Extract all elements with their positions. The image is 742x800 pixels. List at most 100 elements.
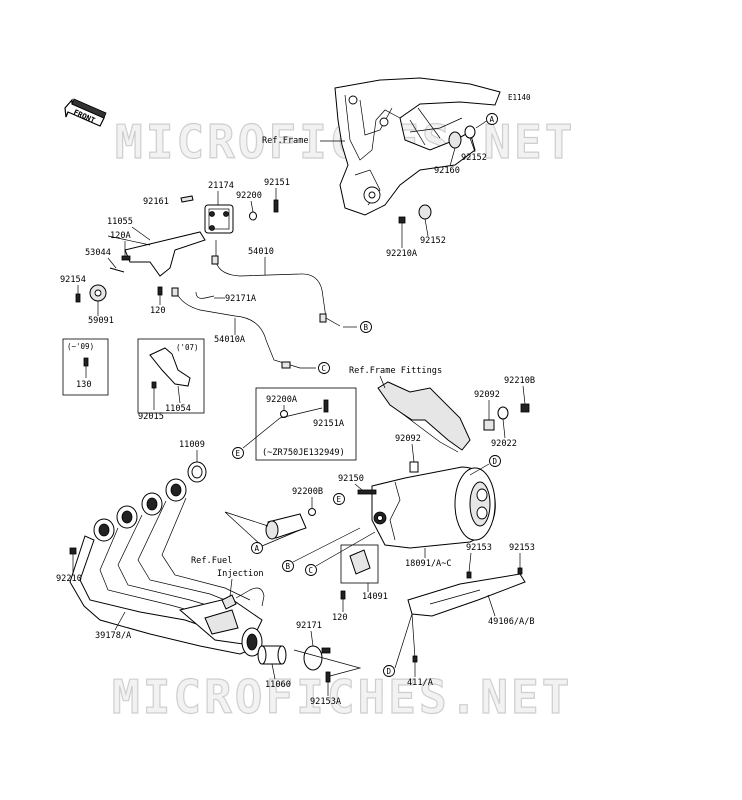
band-53044 — [109, 267, 125, 273]
nut-92210 — [69, 547, 77, 555]
collar-92022 — [497, 406, 509, 420]
label-92151a: 92151A — [313, 419, 345, 429]
callout-d-top — [489, 455, 501, 467]
label-92022: 92022 — [491, 439, 517, 449]
label-92210a: 92210A — [386, 249, 418, 259]
callout-e-left — [232, 447, 244, 459]
label-120-lower: 120 — [332, 613, 348, 623]
label-92171: 92171 — [296, 621, 322, 631]
callout-a-mid — [251, 542, 263, 554]
label-120: 120 — [150, 306, 166, 316]
note-box-from-07 — [137, 338, 205, 414]
label-92153-left: 92153 — [466, 543, 492, 553]
label-130: 130 — [76, 380, 92, 390]
bolt-92151 — [273, 199, 279, 213]
watermark-bottom: MICROFICHES.NET — [112, 670, 572, 724]
label-59091: 59091 — [88, 316, 114, 326]
note-to-09: (~'09) — [67, 342, 94, 351]
collar-92152-top — [464, 125, 476, 139]
washer-92200 — [249, 211, 257, 221]
label-120a: 120A — [110, 231, 132, 241]
frame-fitting-bracket — [377, 381, 471, 451]
label-92200b: 92200B — [292, 487, 323, 497]
ref-frame-fittings-label: Ref.Frame Fittings — [349, 366, 442, 376]
serial-note: (~ZR750JE132949) — [262, 448, 345, 458]
label-18091: 18091/A~C — [405, 559, 452, 569]
label-92150: 92150 — [338, 474, 364, 484]
front-arrow-icon: FRONT — [64, 98, 107, 127]
callout-a-top — [486, 113, 498, 125]
label-92210b: 92210B — [504, 376, 535, 386]
clip-92161 — [180, 195, 194, 203]
label-11054: 11054 — [165, 404, 191, 414]
cable-54010a — [175, 291, 316, 369]
ref-injection-label: Injection — [217, 569, 264, 579]
svg-text:E: E — [236, 449, 241, 458]
ref-frame-label: Ref.Frame — [262, 136, 309, 146]
label-21174: 21174 — [208, 181, 234, 191]
clamp-92171a — [195, 291, 215, 299]
bracket-11054 — [149, 347, 191, 387]
label-92153a: 92153A — [310, 697, 342, 707]
damper-92092-upper — [483, 419, 495, 431]
screw-411 — [412, 655, 418, 663]
bracket-14091 — [349, 549, 371, 575]
note-from-07: ('07) — [176, 343, 199, 352]
frame-illustration — [334, 77, 501, 216]
bracket-11055 — [124, 231, 206, 277]
svg-text:B: B — [286, 562, 291, 571]
collar-92152-lower — [418, 204, 432, 220]
svg-text:C: C — [309, 566, 314, 575]
clamp-92171 — [303, 645, 323, 671]
label-92153-right: 92153 — [509, 543, 535, 553]
callout-b-top — [360, 321, 372, 333]
bolt-120-lower — [340, 590, 346, 600]
label-11055: 11055 — [107, 217, 133, 227]
svg-text:E: E — [337, 495, 342, 504]
screw-92153-right — [517, 567, 523, 575]
spacer-92092-lower — [409, 461, 419, 473]
label-53044: 53044 — [85, 248, 111, 258]
svg-text:D: D — [387, 667, 392, 676]
ref-fuel-label: Ref.Fuel — [191, 556, 232, 566]
detail-box-14091 — [340, 544, 379, 584]
washer-92200b — [308, 508, 316, 516]
svg-text:C: C — [322, 364, 327, 373]
label-11060: 11060 — [265, 680, 291, 690]
label-11009: 11009 — [179, 440, 205, 450]
callout-e-right — [333, 493, 345, 505]
bushing-92160 — [448, 131, 462, 149]
callout-c-top — [318, 362, 330, 374]
svg-text:A: A — [255, 544, 260, 553]
label-54010a: 54010A — [214, 335, 246, 345]
nut-92210a — [398, 216, 406, 224]
label-92092-upper: 92092 — [474, 390, 500, 400]
callout-d-bottom — [383, 665, 395, 677]
cable-54010 — [215, 240, 341, 327]
label-92161: 92161 — [143, 197, 169, 207]
muffler-18091 — [371, 466, 496, 549]
label-92160: 92160 — [434, 166, 460, 176]
heat-guard-49106 — [407, 573, 526, 617]
bolt-92151a — [323, 399, 329, 413]
bolt-120a — [121, 255, 131, 261]
bolt-120 — [157, 286, 163, 296]
label-92200: 92200 — [236, 191, 262, 201]
label-92171a: 92171A — [225, 294, 257, 304]
bolt-92150 — [357, 489, 377, 495]
nut-92210b — [520, 403, 530, 413]
bolt-92015 — [151, 381, 157, 389]
exhaust-header-39178 — [69, 478, 263, 657]
svg-text:D: D — [493, 457, 498, 466]
label-92092-lower: 92092 — [395, 434, 421, 444]
label-39178: 39178/A — [95, 631, 132, 641]
label-411: 411/A — [407, 678, 434, 688]
label-49106: 49106/A/B — [488, 617, 535, 627]
label-54010: 54010 — [248, 247, 274, 257]
label-92210: 92210 — [56, 574, 82, 584]
label-92154: 92154 — [60, 275, 86, 285]
label-92151: 92151 — [264, 178, 290, 188]
washer-92200a — [280, 410, 288, 418]
svg-text:B: B — [364, 323, 369, 332]
